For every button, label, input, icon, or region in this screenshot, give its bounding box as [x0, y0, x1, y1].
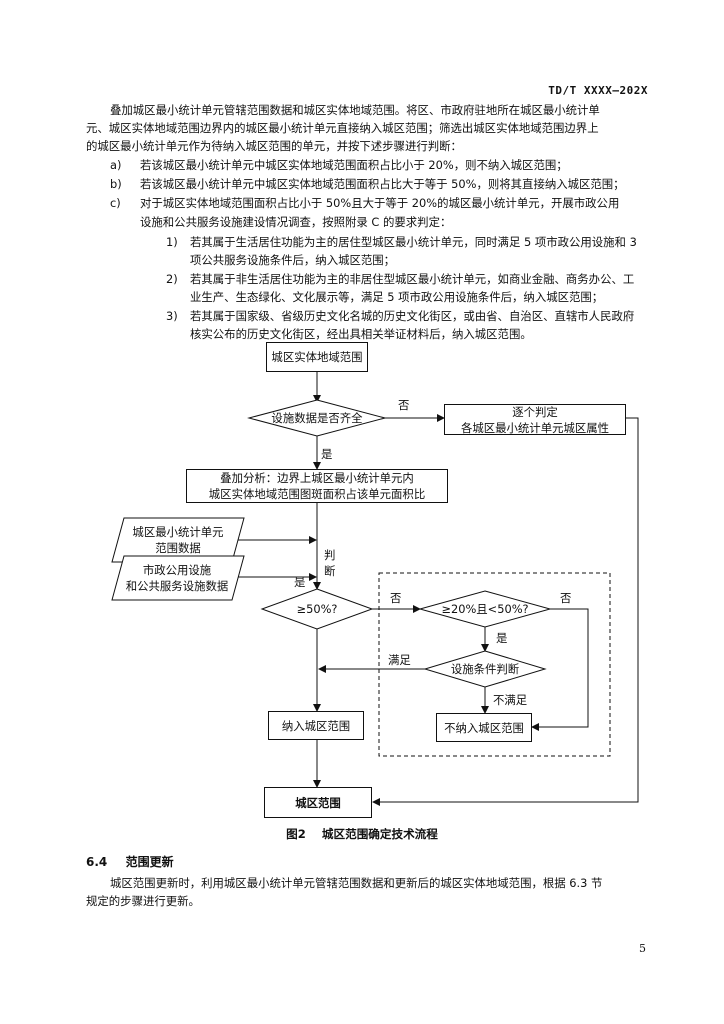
sublist-item: 项公共服务设施条件后，纳入城区范围； [190, 253, 396, 267]
section-number: 6.4 [86, 855, 108, 869]
sublist-item: 核实公布的历史文化街区，经出具相关举证材料后，纳入城区范围。 [190, 327, 532, 341]
decision-data-text: 设施数据是否齐全 [271, 411, 363, 425]
no-label: 否 [390, 591, 402, 605]
decision-facility-diamond [423, 650, 547, 688]
sublist-label: 1) [166, 235, 178, 249]
section-heading: 6.4 范围更新 [86, 853, 174, 870]
sublist-item: 业生产、生态绿化、文化展示等，满足 5 项市政公用设施条件后，纳入城区范围； [190, 290, 604, 304]
intro-line: 元、城区实体地域范围边界内的城区最小统计单元直接纳入城区范围；筛选出城区实体地域… [86, 121, 599, 135]
sublist-item: 若其属于国家级、省级历史文化名城的历史文化街区，或由省、自治区、直辖市人民政府 [190, 309, 635, 323]
end-box: 城区范围 [264, 787, 372, 818]
decision-50-text: ≥50%? [296, 602, 338, 616]
decision-data-diamond [247, 399, 387, 437]
exclude-box: 不纳入城区范围 [436, 713, 532, 742]
decision-20-50-text: ≥20%且<50%? [441, 602, 529, 616]
update-line: 城区范围更新时，利用城区最小统计单元管辖范围数据和更新后的城区实体地域范围，根据… [110, 876, 603, 890]
end-text: 城区范围 [295, 795, 341, 810]
figure-caption: 图2 城区范围确定技术流程 [286, 827, 438, 841]
list-label: a) [110, 158, 122, 172]
overlay-box: 叠加分析：边界上城区最小统计单元内 城区实体地域范围图斑面积占该单元面积比 [186, 469, 448, 503]
intro-line: 的城区最小统计单元作为待纳入城区范围的单元，并按下述步骤进行判断： [86, 139, 462, 153]
judge-each-line: 逐个判定 [512, 404, 558, 419]
intro-line: 叠加城区最小统计单元管辖范围数据和城区实体地域范围。将区、市政府驻地所在城区最小… [110, 103, 600, 117]
include-box: 纳入城区范围 [268, 711, 364, 740]
no-label: 否 [560, 591, 572, 605]
decision-20-50-diamond [418, 590, 552, 628]
exclude-text: 不纳入城区范围 [444, 720, 524, 735]
list-item: 若该城区最小统计单元中城区实体地域范围面积占比大于等于 50%，则将其直接纳入城… [140, 177, 625, 191]
sublist-item: 若其属于生活居住功能为主的居住型城区最小统计单元，同时满足 5 项市政公用设施和… [190, 235, 637, 249]
list-label: b) [110, 177, 122, 191]
list-item: 若该城区最小统计单元中城区实体地域范围面积占比小于 20%，则不纳入城区范围； [140, 158, 568, 172]
document-code: TD/T XXXX—202X [548, 84, 648, 97]
input2-line: 和公共服务设施数据 [125, 579, 229, 593]
update-line: 规定的步骤进行更新。 [86, 894, 200, 908]
include-text: 纳入城区范围 [281, 718, 351, 733]
judge-label: 断 [324, 564, 336, 578]
judge-each-box: 逐个判定 各城区最小统计单元城区属性 [444, 404, 626, 435]
start-text: 城区实体地域范围 [271, 350, 363, 364]
sublist-label: 2) [166, 272, 178, 286]
sublist-label: 3) [166, 309, 178, 323]
judge-each-line: 各城区最小统计单元城区属性 [460, 420, 610, 435]
section-title: 范围更新 [125, 855, 174, 869]
decision-50-diamond [260, 588, 374, 630]
list-item: 设施和公共服务设施建设情况调查，按照附录 C 的要求判定： [140, 215, 452, 229]
judge-label: 判 [324, 548, 336, 562]
sublist-item: 若其属于非生活居住功能为主的非居住型城区最小统计单元，如商业金融、商务办公、工 [190, 272, 635, 286]
yes-label: 是 [294, 575, 306, 589]
list-item: 对于城区实体地域范围面积占比小于 50%且大于等于 20%的城区最小统计单元，开… [140, 196, 620, 210]
page-number: 5 [639, 942, 646, 955]
dashed-region [378, 572, 611, 757]
overlay-line: 叠加分析：边界上城区最小统计单元内 [220, 471, 414, 485]
decision-facility-text: 设施条件判断 [450, 662, 520, 676]
not-satisfied-label: 不满足 [493, 693, 528, 707]
list-label: c) [110, 196, 121, 210]
start-box: 城区实体地域范围 [266, 342, 368, 372]
input1-line: 城区最小统计单元 [132, 525, 224, 539]
input2-line: 市政公用设施 [142, 563, 212, 577]
satisfied-label: 满足 [388, 653, 411, 667]
no-label: 否 [398, 398, 410, 412]
yes-label: 是 [496, 631, 508, 645]
yes-label: 是 [321, 447, 333, 461]
input1-line: 范围数据 [155, 541, 201, 555]
input-facility-data [111, 555, 245, 601]
overlay-line: 城区实体地域范围图斑面积占该单元面积比 [208, 487, 426, 501]
